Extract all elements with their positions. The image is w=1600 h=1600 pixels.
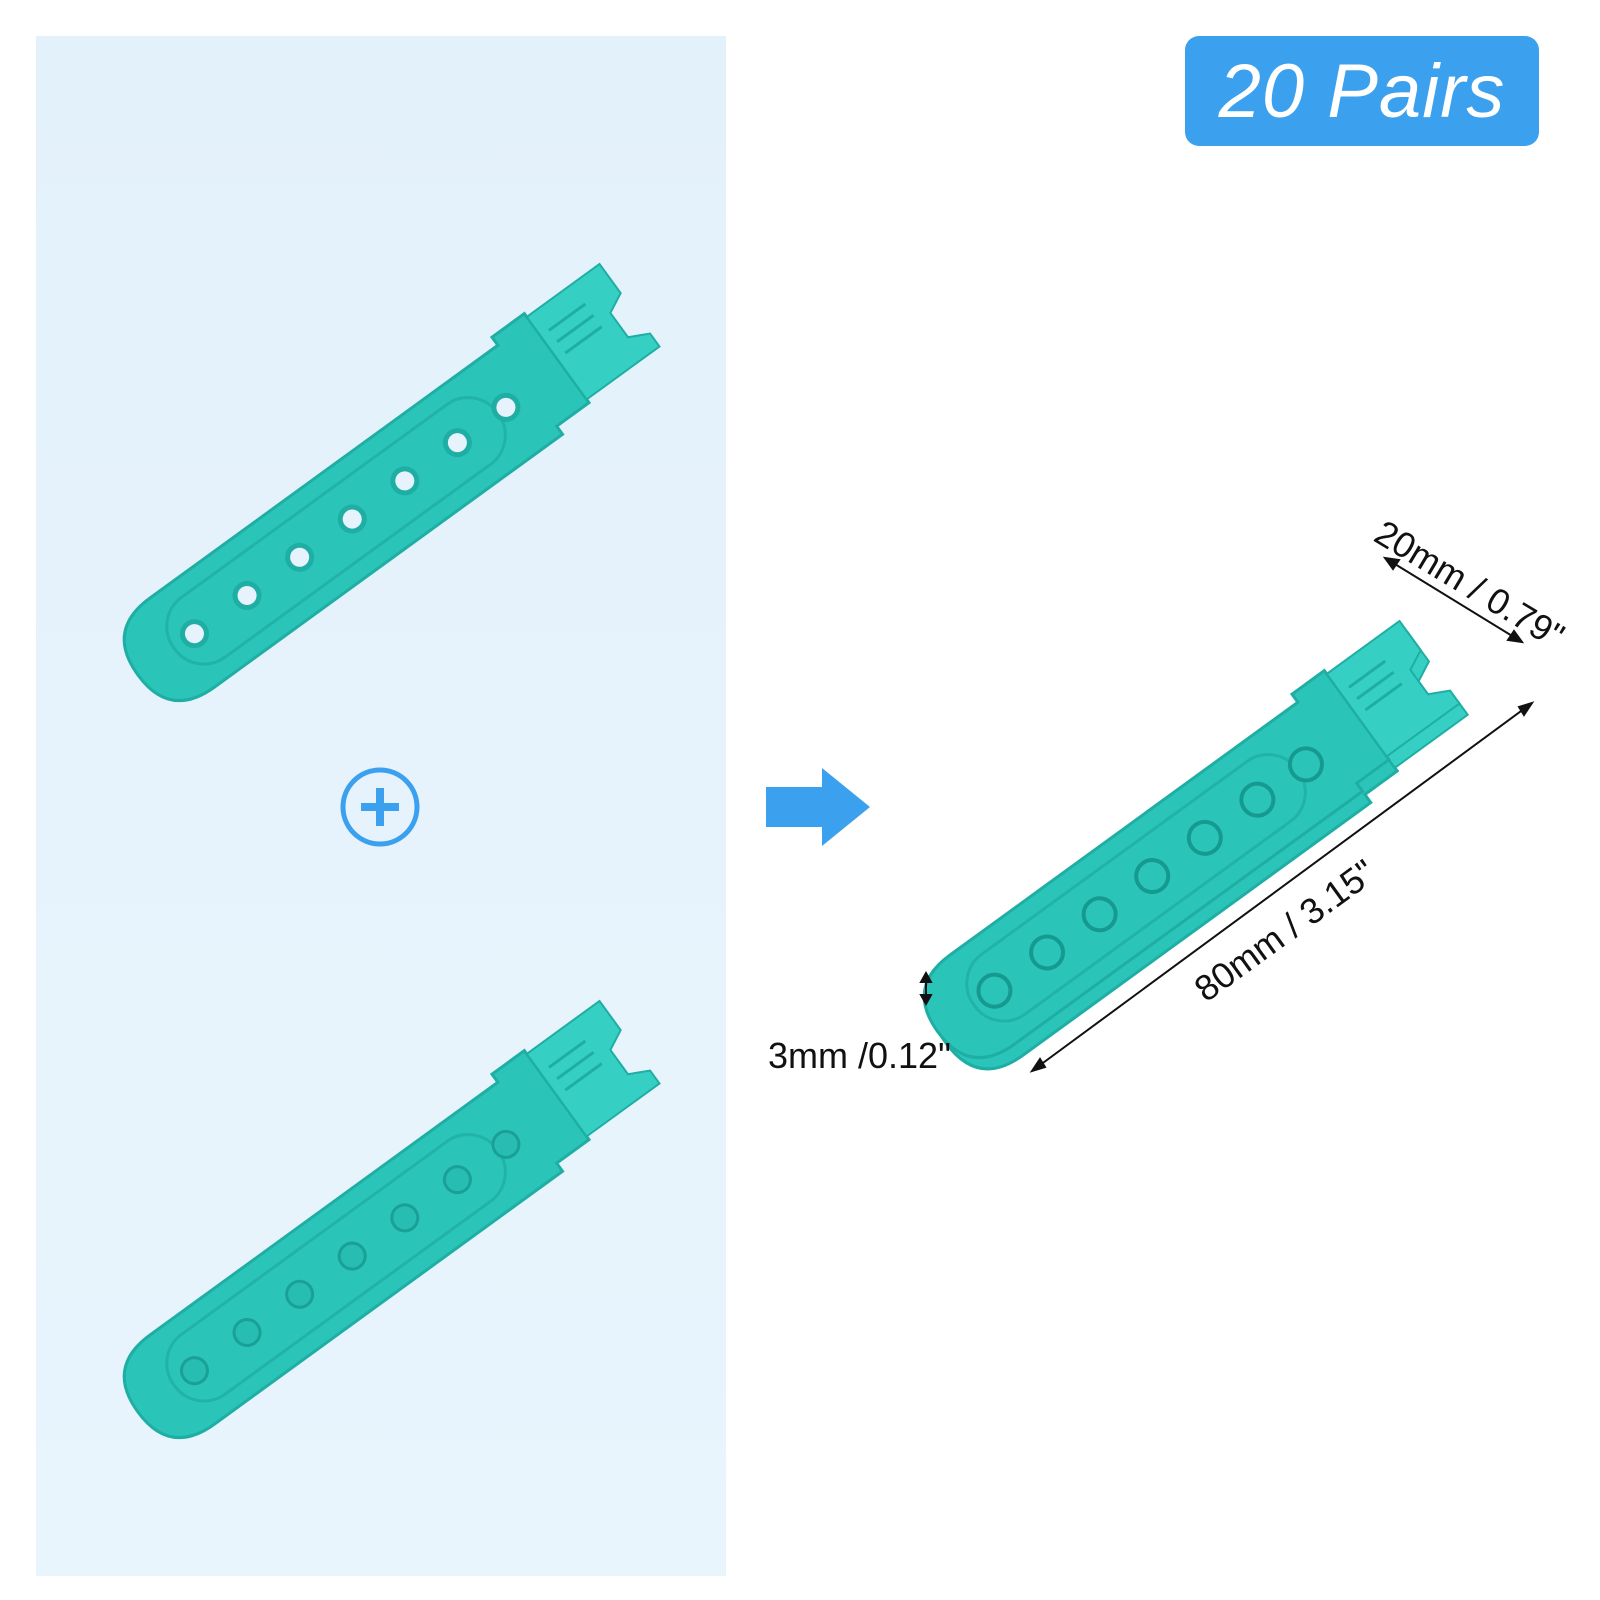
- strap-with-pegs: [98, 996, 670, 1458]
- thickness-dimension-label: 3mm /0.12": [768, 1035, 951, 1076]
- strap-holes: [179, 392, 521, 649]
- quantity-badge: 20 Pairs: [1185, 36, 1539, 146]
- strap-assembled: [898, 616, 1478, 1090]
- plus-circle-icon: [340, 767, 420, 847]
- strap-pegs: [179, 1129, 521, 1386]
- arrow-right-icon: [766, 768, 870, 846]
- dimension-lines: [919, 556, 1535, 1073]
- strap-with-holes: [98, 259, 670, 721]
- quantity-badge-label: 20 Pairs: [1218, 48, 1506, 134]
- assembled-studs: [976, 746, 1324, 1009]
